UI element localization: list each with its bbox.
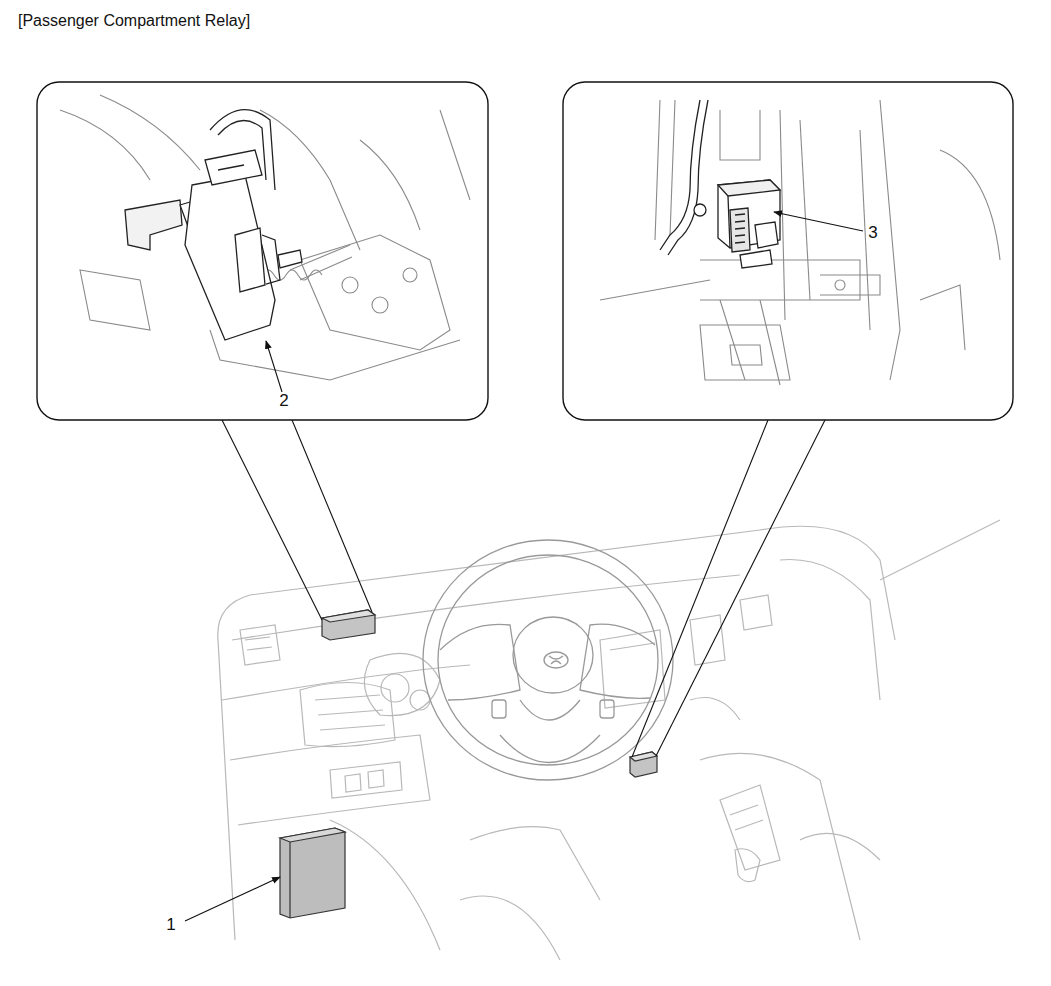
callout-number: 2 [277,392,290,411]
relay-unit [660,100,780,268]
relay-box-3 [630,752,657,777]
inset-frame [563,82,1013,420]
diagram-title: [Passenger Compartment Relay] [18,12,250,30]
inset-frame [37,82,488,420]
callout-number: 3 [866,224,879,243]
leader-arrow [185,212,863,921]
projection-line [222,420,825,757]
steering-wheel [423,540,673,780]
inset-background [60,95,470,380]
relay-box-2 [322,610,375,640]
relay-box-1 [280,828,345,918]
inset-background [600,100,1000,385]
dashboard-sketch [218,520,1000,960]
relay-bracket [125,110,302,340]
callout-number: 1 [164,916,177,935]
